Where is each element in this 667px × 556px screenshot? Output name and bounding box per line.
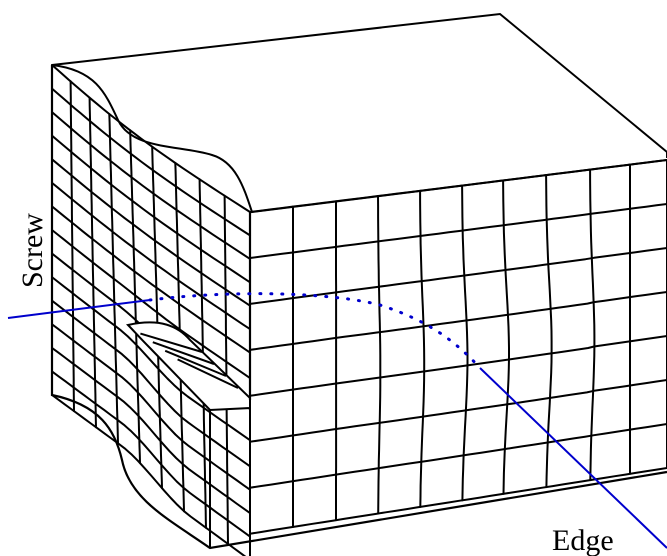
lattice-column: [377, 195, 382, 515]
lattice-row: [51, 229, 251, 380]
lattice-row: [51, 346, 251, 515]
block-front-edge: [209, 400, 251, 548]
lattice-row: [51, 111, 251, 260]
screw-label: Screw: [16, 213, 49, 288]
screw-step-line: [152, 341, 215, 365]
lattice-row: [51, 299, 251, 468]
lattice-row: [51, 87, 251, 237]
edge-label: Edge: [552, 524, 614, 556]
lattice-row: [249, 159, 667, 213]
lattice-row: [51, 370, 251, 538]
lattice-column: [151, 145, 163, 490]
dislocation-hidden-segment: [148, 292, 482, 370]
lattice-column: [108, 113, 119, 445]
lattice-column: [502, 179, 510, 495]
lattice-row: [249, 203, 667, 259]
lattice-row: [51, 158, 251, 307]
lattice-column: [198, 178, 207, 529]
lattice-column: [69, 80, 75, 413]
top-face-back-edge: [51, 12, 667, 158]
lattice-column: [589, 168, 596, 482]
lattice-row: [249, 423, 667, 489]
dislocation-edge-segment: [479, 367, 667, 549]
screw-step-line: [177, 358, 239, 389]
distorted-crystal-lattice: [50, 12, 667, 556]
lattice-row: [249, 379, 667, 443]
lattice-row: [249, 291, 667, 351]
lattice-column: [129, 129, 141, 464]
lattice-row: [249, 467, 667, 535]
block-outline: [50, 65, 667, 550]
lattice-row: [51, 181, 251, 331]
top-face-front-edge: [51, 64, 667, 214]
lattice-column: [223, 194, 229, 545]
dislocation-line: [7, 292, 667, 549]
lattice-column: [174, 162, 185, 513]
lattice-row: [51, 64, 251, 213]
lattice-column: [88, 96, 97, 429]
screw-step-line: [164, 349, 227, 377]
lattice-column: [419, 189, 426, 508]
screw-step-line: [140, 332, 203, 353]
lattice-row: [51, 323, 251, 491]
lattice-row: [51, 134, 251, 284]
lattice-row: [249, 247, 667, 305]
lattice-column: [545, 174, 553, 489]
lattice-row: [51, 394, 247, 556]
lattice-row: [51, 205, 251, 354]
lattice-row: [249, 335, 667, 397]
lattice-row: [51, 276, 251, 442]
dislocation-screw-segment: [7, 299, 151, 319]
lattice-column: [461, 184, 469, 502]
